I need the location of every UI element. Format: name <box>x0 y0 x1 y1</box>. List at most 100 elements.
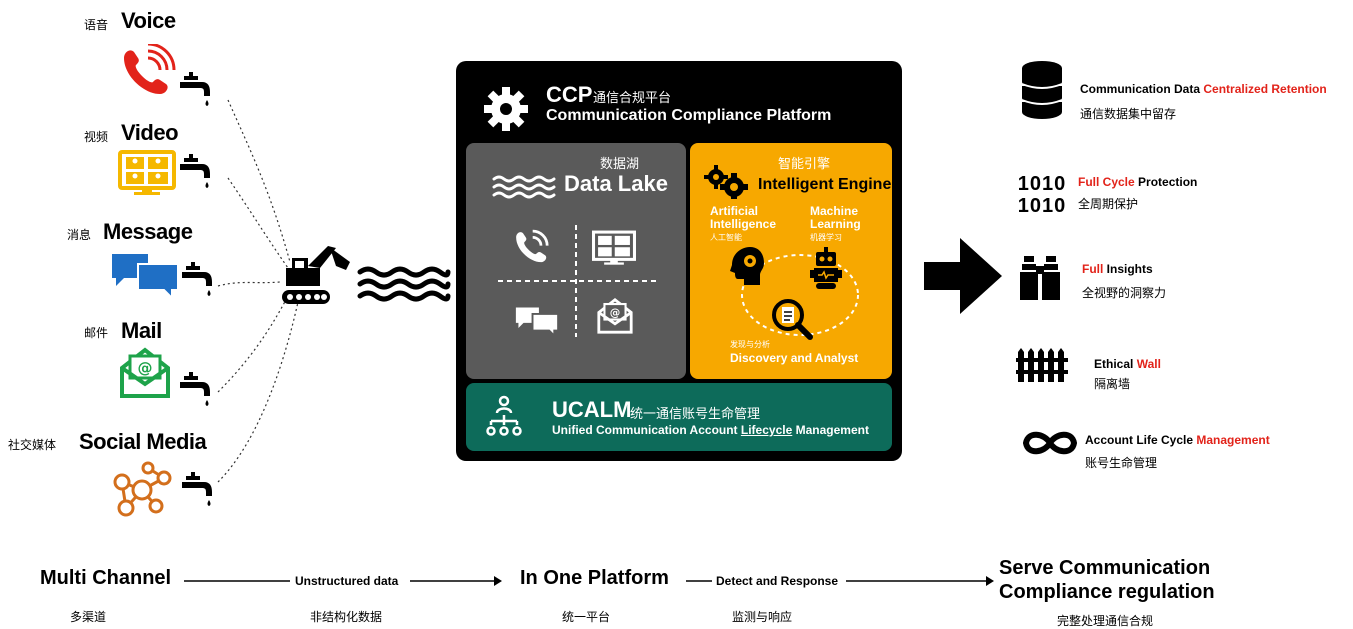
channel-video-cn: 视频 <box>84 130 109 144</box>
engine-label: Intelligent Engine <box>758 176 892 193</box>
envelope-icon: @ <box>118 346 172 400</box>
ucalm-panel: UCALM 统一通信账号生命管理 Unified Communication A… <box>466 383 892 451</box>
svg-text:@: @ <box>610 307 621 319</box>
benefit-text: Ethical <box>1094 357 1137 371</box>
benefit-ethical-wall: Ethical Wall <box>1094 357 1161 371</box>
benefit-cn: 全视野的洞察力 <box>1082 286 1167 300</box>
channel-message-cn: 消息 <box>67 228 92 242</box>
social-network-icon <box>108 460 174 520</box>
video-conference-icon <box>118 150 176 196</box>
channel-mail-cn: 邮件 <box>84 326 109 340</box>
benefit-highlight: Full Cycle <box>1078 175 1135 189</box>
gears-icon <box>704 165 748 199</box>
data-lake-panel: 数据湖 Data Lake @ <box>466 143 686 379</box>
flow-arrow-1-label-cn: 非结构化数据 <box>310 610 383 624</box>
magnifier-document-icon <box>770 297 814 341</box>
faucet-icon <box>180 372 214 410</box>
benefit-highlight: Wall <box>1136 357 1161 371</box>
channel-message-label: Message <box>103 219 193 244</box>
infinity-icon <box>1020 428 1080 458</box>
benefit-account-lifecycle: Account Life Cycle Management <box>1085 433 1270 447</box>
ucalm-full-name-underlined: Lifecycle <box>740 423 793 437</box>
flow-step-one-platform: In One Platform <box>520 567 669 589</box>
org-chart-icon <box>486 395 522 439</box>
benefit-text: Communication Data <box>1080 82 1204 96</box>
discovery-label: Discovery and Analyst <box>730 351 859 365</box>
ucalm-full-name-part: Unified Communication Account <box>552 423 741 437</box>
phone-icon <box>512 227 552 267</box>
faucet-icon <box>182 262 216 300</box>
binoculars-icon <box>1018 254 1062 302</box>
flow-step-serve-line2: Compliance regulation <box>999 581 1215 603</box>
benefit-cn: 账号生命管理 <box>1085 456 1158 470</box>
video-conference-icon <box>592 229 636 267</box>
dotted-connectors <box>217 99 299 483</box>
flow-step-multi-channel-cn: 多渠道 <box>70 610 107 624</box>
ccp-title-cn: 通信合规平台 <box>593 91 672 106</box>
database-icon <box>1020 60 1064 120</box>
flow-step-one-platform-cn: 统一平台 <box>562 610 611 624</box>
flow-arrow-2 <box>686 576 994 586</box>
flow-step-serve-cn: 完整处理通信合规 <box>1057 614 1154 628</box>
channel-social-label: Social Media <box>79 429 207 454</box>
channel-video-label: Video <box>121 120 179 145</box>
benefit-cn: 隔离墙 <box>1094 377 1131 391</box>
benefit-highlight: Centralized Retention <box>1203 82 1327 96</box>
phone-icon <box>118 44 176 100</box>
gear-icon <box>482 85 530 133</box>
benefit-full-cycle-protection: Full Cycle Protection <box>1078 175 1197 189</box>
excavator-icon <box>280 242 352 306</box>
data-lake-cn: 数据湖 <box>600 157 640 172</box>
ccp-platform-box: CCP 通信合规平台 Communication Compliance Plat… <box>456 61 902 461</box>
water-waves-icon <box>356 266 452 304</box>
discovery-cn: 发现与分析 <box>730 340 770 349</box>
robot-icon <box>810 247 842 291</box>
ml-label-cn: 机器学习 <box>810 233 842 242</box>
svg-text:1010: 1010 <box>1018 195 1066 214</box>
benefit-highlight: Management <box>1196 433 1270 447</box>
chat-bubbles-icon <box>110 250 180 300</box>
benefit-centralized-retention: Communication Data Centralized Retention <box>1080 82 1327 96</box>
flow-step-multi-channel: Multi Channel <box>40 567 172 589</box>
envelope-icon: @ <box>596 297 634 335</box>
flow-arrow-2-label-cn: 监测与响应 <box>732 610 793 624</box>
chat-bubbles-icon <box>514 305 560 337</box>
flow-arrow-1-label: Unstructured data <box>295 574 399 588</box>
engine-cn: 智能引擎 <box>778 157 831 172</box>
benefit-cn: 全周期保护 <box>1078 197 1139 211</box>
brain-head-icon <box>726 245 766 287</box>
channel-mail-label: Mail <box>121 318 162 343</box>
ai-label-cn: 人工智能 <box>710 233 742 242</box>
ucalm-title-cn: 统一通信账号生命管理 <box>630 407 761 422</box>
benefit-full-insights: Full Insights <box>1082 262 1153 276</box>
channel-voice-label: Voice <box>121 8 176 33</box>
fence-icon <box>1016 346 1070 384</box>
svg-text:@: @ <box>138 359 153 377</box>
intelligent-engine-panel: 智能引擎 Intelligent Engine Artificial Intel… <box>690 143 892 379</box>
ai-label: Artificial Intelligence <box>710 204 777 231</box>
water-waves-icon <box>492 175 556 199</box>
flow-arrow-1 <box>184 576 502 586</box>
benefit-cn: 通信数据集中留存 <box>1080 107 1177 121</box>
arrow-right-icon <box>924 238 1002 314</box>
ml-label: Machine Learning <box>810 204 861 231</box>
channel-social-cn: 社交媒体 <box>8 438 57 452</box>
data-lake-quadrant-dividers <box>498 225 660 337</box>
benefit-text: Protection <box>1134 175 1198 189</box>
faucet-icon <box>180 72 214 110</box>
ccp-title: CCP <box>546 82 593 107</box>
data-lake-label: Data Lake <box>564 171 668 196</box>
binary-1010-icon: 1010 1010 <box>1018 172 1066 214</box>
benefit-text: Account Life Cycle <box>1085 433 1197 447</box>
faucet-icon <box>180 154 214 192</box>
ucalm-title: UCALM <box>552 397 632 422</box>
benefit-text: Insights <box>1103 262 1153 276</box>
ccp-full-name: Communication Compliance Platform <box>546 107 832 124</box>
channel-voice-cn: 语音 <box>84 18 109 32</box>
ucalm-full-name-part: Management <box>792 423 869 437</box>
engine-cycle-ring <box>741 254 859 336</box>
ucalm-full-name: Unified Communication Account Lifecycle … <box>552 423 869 437</box>
svg-text:1010: 1010 <box>1018 173 1066 195</box>
flow-step-serve-line1: Serve Communication <box>999 557 1211 579</box>
flow-arrow-2-label: Detect and Response <box>716 574 839 588</box>
